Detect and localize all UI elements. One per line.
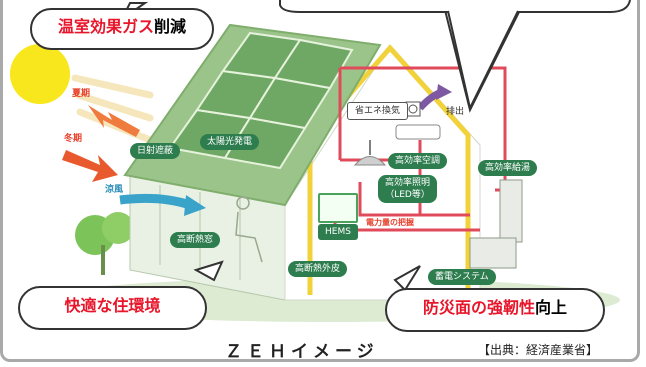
- comfort-text: 快適な住環境: [64, 296, 161, 315]
- image-frame: [0, 0, 640, 362]
- insulated-window-label: 高断熱窓: [170, 232, 221, 248]
- hems-label: HEMS: [318, 224, 358, 240]
- breeze-arrow-icon: [119, 193, 192, 210]
- figure-caption: ＺＥＨイメージ: [225, 342, 379, 362]
- air-conditioner-icon: [395, 124, 441, 140]
- source-credit: 【出典：経済産業省】: [478, 343, 599, 357]
- greenhouse-gas-rest: 削減: [154, 17, 187, 36]
- cool-breeze-label: 涼風: [105, 185, 124, 195]
- solar-power-label: 太陽光発電: [200, 134, 260, 150]
- lighting-label: 高効率照明 （LED等）: [378, 175, 438, 203]
- battery-unit-icon: [469, 237, 517, 269]
- power-monitor-label: 電力量の把握: [366, 218, 414, 227]
- battery-label: 蓄電システム: [428, 269, 496, 285]
- disaster-resilience-bubble: 防災面の強靭性向上: [385, 288, 605, 332]
- exhaust-label: 排出: [446, 107, 465, 117]
- water-heater-icon: [499, 179, 523, 243]
- comfort-bubble: 快適な住環境: [18, 286, 207, 330]
- sun-icon: [10, 44, 70, 104]
- lamp-icon: [353, 156, 387, 166]
- disaster-rest: 向上: [535, 298, 568, 317]
- insulated-wall-label: 高断熱外皮: [288, 261, 348, 277]
- top-callout-bubble: [279, 0, 631, 13]
- insulation-frame: [307, 44, 471, 295]
- fan-icon: [405, 101, 421, 117]
- air-conditioning-label: 高効率空調: [388, 153, 448, 169]
- solar-panel-icon: [168, 31, 354, 170]
- winter-label: 冬期: [64, 134, 83, 144]
- greenhouse-gas-bubble: 温室効果ガス削減: [30, 8, 214, 50]
- winter-arrow-icon: [62, 150, 118, 182]
- sun-shading-label: 日射遮蔽: [130, 143, 181, 159]
- person-icon: [235, 196, 263, 263]
- hems-monitor-icon: [318, 193, 358, 223]
- summer-label: 夏期: [72, 89, 91, 99]
- water-heater-label: 高効率給湯: [478, 160, 538, 176]
- greenhouse-gas-highlight: 温室効果ガス: [57, 17, 154, 36]
- disaster-highlight: 防災面の強靭性: [422, 298, 535, 317]
- ventilation-label: 省エネ換気: [347, 102, 409, 120]
- summer-arrow-icon: [88, 105, 140, 137]
